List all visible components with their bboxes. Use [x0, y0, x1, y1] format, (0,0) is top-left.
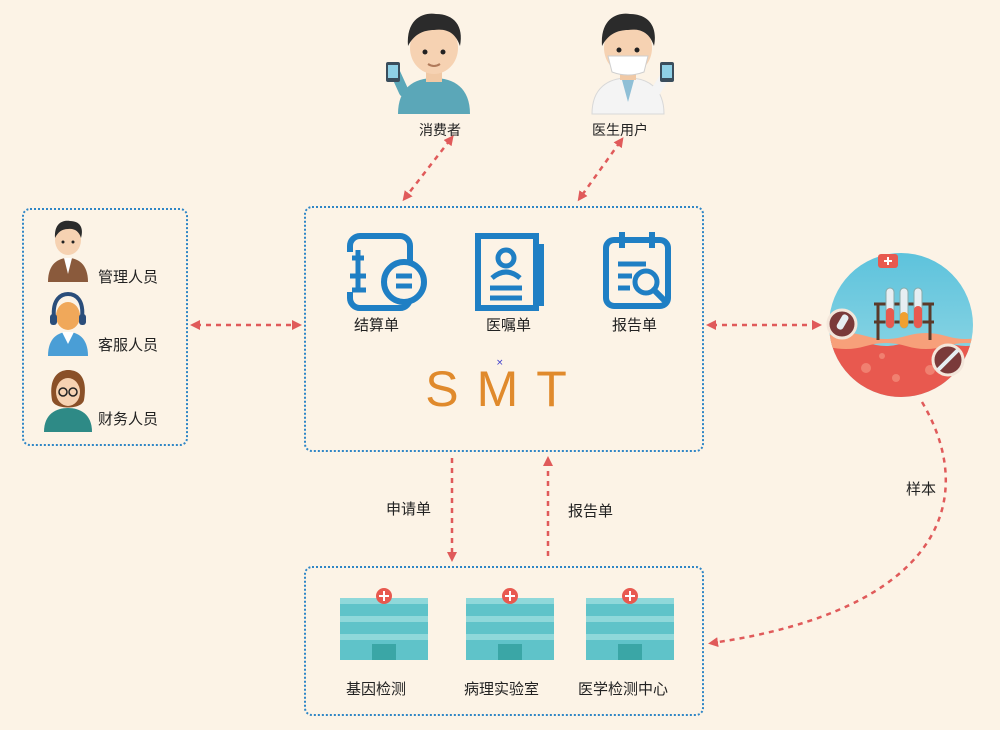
doctor-avatar-icon: [591, 13, 674, 115]
staff-finance-label: 财务人员: [98, 410, 159, 428]
report-doc-icon: [603, 232, 671, 309]
gene-testing-building-icon: [340, 588, 428, 660]
manager-avatar-icon: [48, 220, 88, 282]
medical-testing-center-label: 医学检测中心: [578, 680, 669, 698]
arrow-consumer-smt: [402, 135, 454, 202]
smt-platform-box: 结算单 医嘱单 报告单: [304, 206, 704, 452]
medical-testing-center-building-icon: [586, 588, 674, 660]
arrow-doctor-smt: [577, 137, 624, 202]
consumer-label: 消费者: [419, 123, 461, 139]
report-flow-label: 报告单: [568, 502, 614, 520]
report-label: 报告单: [612, 316, 658, 334]
cursor-mark-icon: ×: [496, 358, 504, 368]
pathology-lab-building-icon: [466, 588, 554, 660]
pathology-lab-label: 病理实验室: [464, 680, 540, 698]
settlement-doc-icon: [344, 233, 427, 311]
medical-order-label: 医嘱单: [486, 316, 532, 334]
consumer-avatar-icon: [386, 13, 470, 114]
smt-title: SMT: [425, 361, 585, 417]
staff-group-box: 管理人员 客服人员 财务人员: [22, 208, 188, 446]
doctor-label: 医生用户: [592, 123, 648, 139]
sample-flow-label: 样本: [906, 480, 937, 498]
request-flow-label: 申请单: [386, 500, 432, 518]
sample-lab-icon: [826, 253, 973, 397]
staff-service-label: 客服人员: [98, 336, 159, 354]
staff-manager-label: 管理人员: [98, 268, 159, 286]
arrow-sample-labs: [708, 401, 948, 648]
settlement-label: 结算单: [354, 316, 400, 334]
labs-group-box: 基因检测 病理实验室 医学检测中心: [304, 566, 704, 716]
finance-avatar-icon: [44, 370, 92, 432]
medical-order-doc-icon: [475, 233, 544, 311]
gene-testing-label: 基因检测: [346, 680, 407, 698]
customer-service-avatar-icon: [48, 291, 88, 356]
